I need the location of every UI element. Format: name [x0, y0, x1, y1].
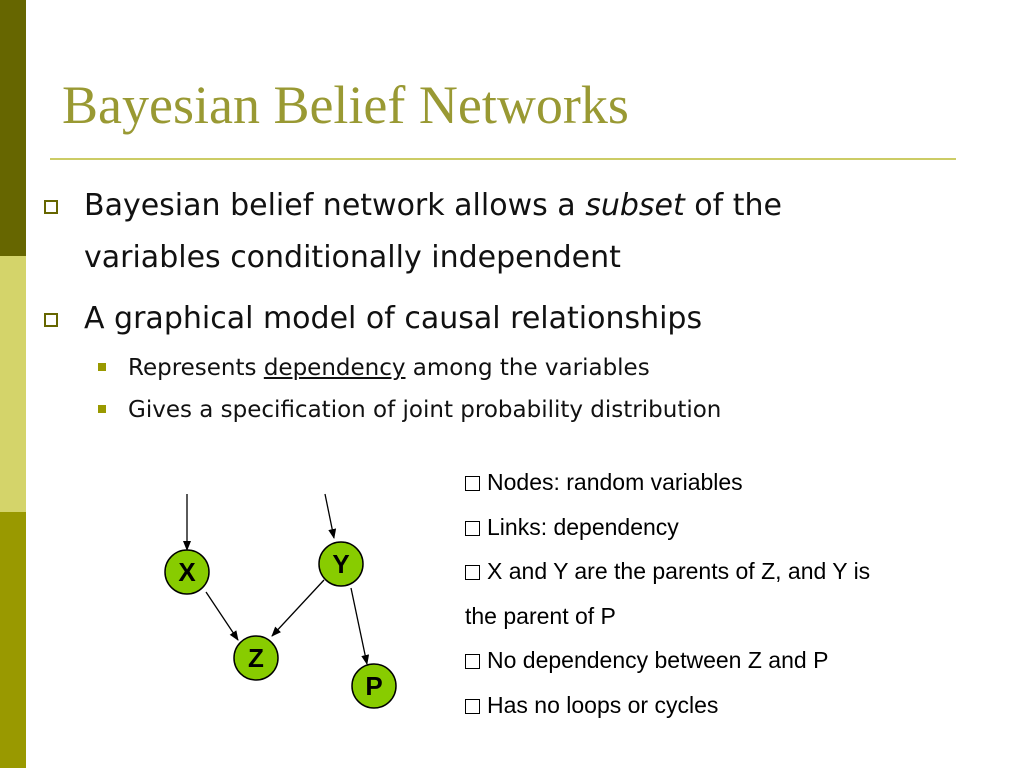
bullet-1-text: Bayesian belief network allows a subset … — [84, 180, 782, 284]
slide-title: Bayesian Belief Networks — [62, 75, 629, 135]
node-x: X — [164, 549, 210, 595]
node-p-label: P — [365, 671, 382, 701]
hollow-square-bullet-icon — [44, 200, 58, 214]
node-z: Z — [233, 635, 279, 681]
underlined-dependency: dependency — [263, 355, 406, 381]
emphasis-subset: subset — [585, 188, 685, 223]
edge-y-z — [271, 579, 325, 637]
node-x-label: X — [178, 557, 196, 587]
bullet-2-text: A graphical model of causal relationship… — [84, 301, 703, 336]
note-item: Nodes: random variables — [465, 460, 985, 505]
notes-list: Nodes: random variables Links: dependenc… — [465, 460, 985, 728]
note-item: Has no loops or cycles — [465, 683, 985, 728]
node-y: Y — [318, 541, 364, 587]
note-item: X and Y are the parents of Z, and Y is — [465, 549, 985, 594]
note-item: No dependency between Z and P — [465, 638, 985, 683]
bullet-1-line-2: variables conditionally independent — [84, 240, 621, 275]
checkbox-bullet-icon — [465, 476, 480, 491]
bayesian-network-diagram: X Y Z P — [164, 493, 397, 709]
node-y-label: Y — [332, 549, 349, 579]
bullet-1-line-1: Bayesian belief network allows a subset … — [84, 188, 782, 223]
side-band-bottom — [0, 512, 26, 768]
edge-y-p — [350, 587, 370, 665]
subbullet-2-text: Gives a specification of joint probabili… — [128, 397, 722, 423]
side-band-top — [0, 0, 26, 256]
filled-square-bullet-icon — [98, 405, 106, 413]
note-item: Links: dependency — [465, 505, 985, 550]
filled-square-bullet-icon — [98, 363, 106, 371]
side-band-middle — [0, 256, 26, 512]
checkbox-bullet-icon — [465, 565, 480, 581]
checkbox-bullet-icon — [465, 520, 480, 536]
checkbox-bullet-icon — [465, 654, 480, 670]
edge-into-y — [324, 493, 337, 539]
title-divider — [50, 158, 956, 160]
node-z-label: Z — [248, 643, 264, 673]
subbullet-1-text: Represents dependency among the variable… — [128, 355, 650, 381]
edge-x-z — [205, 591, 239, 641]
note-item-continued: the parent of P — [465, 602, 616, 629]
hollow-square-bullet-icon — [44, 313, 58, 327]
checkbox-bullet-icon — [465, 698, 480, 714]
node-p: P — [351, 663, 397, 709]
